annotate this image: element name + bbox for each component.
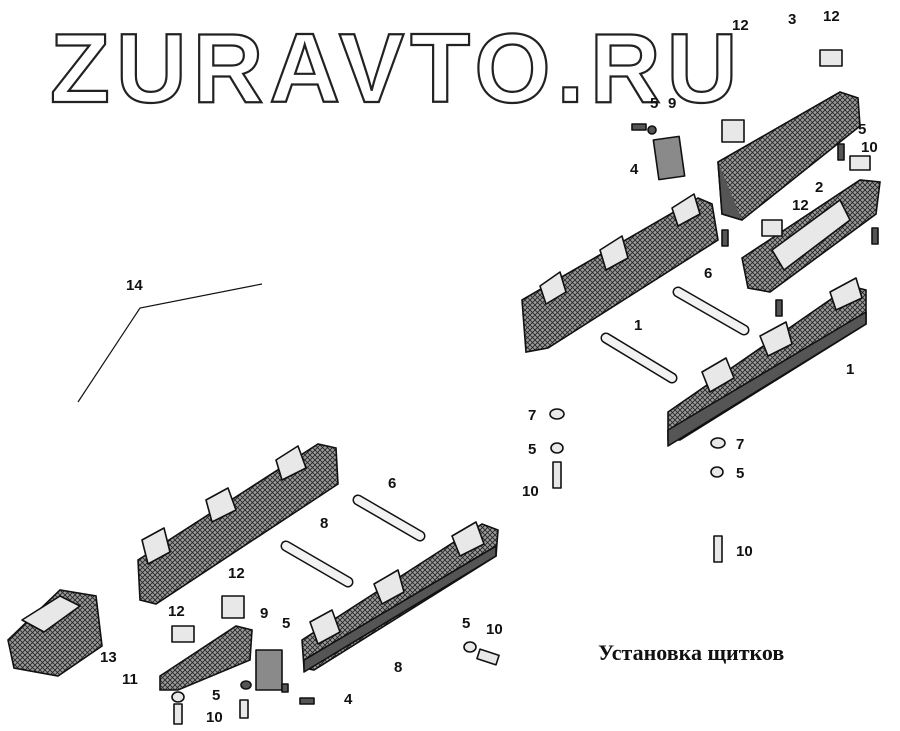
callout-5-mid: 5 bbox=[736, 465, 744, 482]
callout-1-upper: 1 bbox=[634, 317, 642, 334]
bracket-2 bbox=[741, 179, 881, 293]
callout-4-top: 4 bbox=[630, 161, 639, 178]
callout-5-right: 5 bbox=[858, 121, 866, 138]
callout-6-right: 6 bbox=[704, 265, 712, 282]
mud-shield-1-lower bbox=[667, 277, 867, 447]
callout-9-left: 9 bbox=[260, 605, 268, 622]
callout-12-left: 12 bbox=[168, 603, 185, 620]
bracket-11 bbox=[159, 625, 253, 691]
fender-shield-3 bbox=[717, 91, 861, 221]
watermark-text: ZURAVTO.RU bbox=[50, 13, 743, 123]
small-parts-right bbox=[549, 49, 879, 563]
callout-12-left-upper: 12 bbox=[228, 565, 245, 582]
callout-13: 13 bbox=[100, 649, 117, 666]
small-parts-left bbox=[171, 595, 500, 725]
callout-3: 3 bbox=[788, 11, 796, 28]
callout-10-bottom: 10 bbox=[206, 709, 223, 726]
callout-2: 2 bbox=[815, 179, 823, 196]
callout-5-top: 5 bbox=[650, 95, 658, 112]
callout-11: 11 bbox=[122, 671, 138, 688]
callout-6-left: 6 bbox=[388, 475, 396, 492]
callout-12-top: 12 bbox=[732, 17, 749, 34]
callout-12-mid: 12 bbox=[792, 197, 809, 214]
callout-9-top: 9 bbox=[668, 95, 676, 112]
callout-1-lower: 1 bbox=[846, 361, 854, 378]
callout-4-bottom: 4 bbox=[344, 691, 353, 708]
leader-14 bbox=[77, 283, 263, 403]
rod-6-right bbox=[600, 286, 750, 384]
callout-5-center: 5 bbox=[462, 615, 470, 632]
front-fender-13 bbox=[7, 589, 103, 677]
callout-5-left-upper: 5 bbox=[282, 615, 290, 632]
callout-10-center: 10 bbox=[486, 621, 503, 638]
callout-10-right: 10 bbox=[861, 139, 878, 156]
callout-14: 14 bbox=[126, 277, 143, 294]
diagram-caption: Установка щитков bbox=[598, 640, 785, 665]
callout-7-right: 7 bbox=[736, 436, 744, 453]
callout-7-left: 7 bbox=[528, 407, 536, 424]
callout-10-left: 10 bbox=[522, 483, 539, 500]
rod-6-left bbox=[280, 494, 426, 588]
mud-shield-8-upper bbox=[137, 443, 339, 605]
callout-5-left: 5 bbox=[528, 441, 536, 458]
callout-12-top-right: 12 bbox=[823, 8, 840, 25]
callout-8-upper: 8 bbox=[320, 515, 328, 532]
callout-5-bottom: 5 bbox=[212, 687, 220, 704]
callout-8-lower: 8 bbox=[394, 659, 402, 676]
mud-shield-1-upper bbox=[521, 193, 719, 353]
callout-10-bottom-right: 10 bbox=[736, 543, 753, 560]
mud-shield-8-lower bbox=[301, 521, 499, 673]
